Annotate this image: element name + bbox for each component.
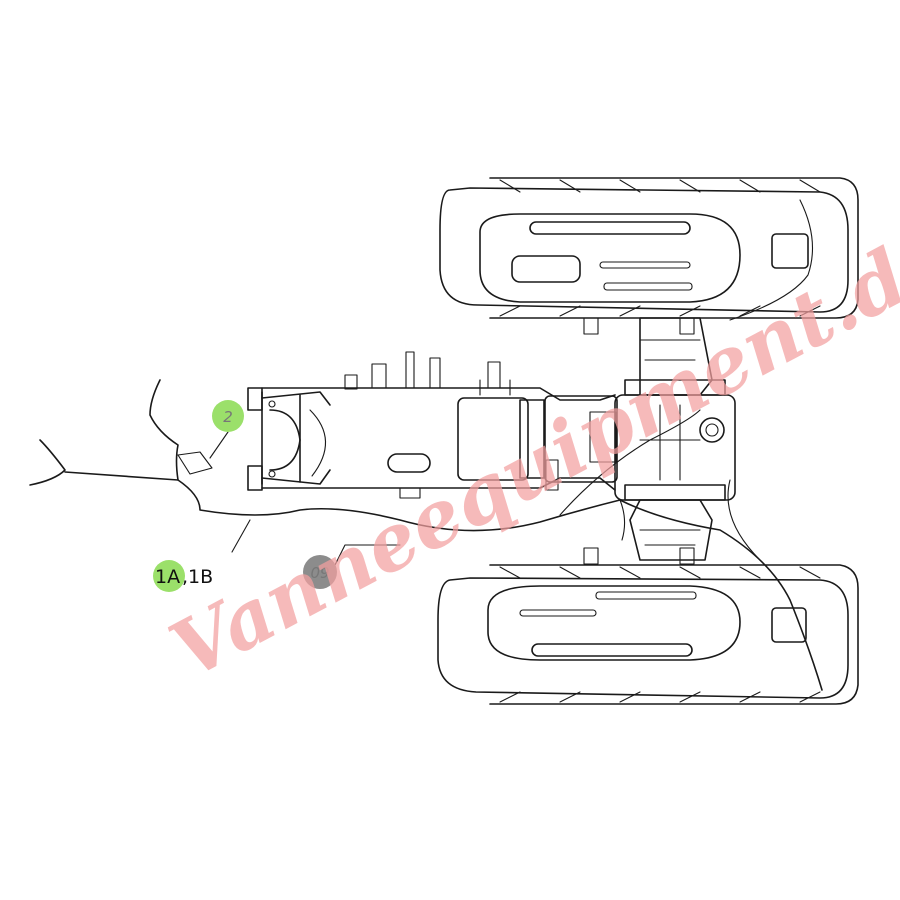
front-bracket	[247, 387, 331, 491]
callout-09-label: 09	[310, 564, 329, 582]
callout-1a-label: 1A	[155, 566, 180, 588]
callout-09[interactable]: 09	[303, 555, 337, 589]
rear-wheel-lower	[437, 564, 859, 705]
rear-axle-housing	[583, 317, 736, 565]
callout-2-label: 2	[223, 408, 233, 426]
callout-2-marker	[212, 400, 244, 432]
wiring-harness	[29, 379, 823, 691]
callout-09-marker	[303, 555, 337, 589]
callout-1a-1b[interactable]: 1A ,1B	[153, 560, 213, 592]
callout-1b-label: ,1B	[182, 566, 213, 588]
rear-wheel-upper	[439, 177, 859, 321]
callout-1a-marker	[153, 560, 185, 592]
callout-2[interactable]: 2	[212, 400, 244, 432]
chassis-frame	[261, 351, 618, 499]
